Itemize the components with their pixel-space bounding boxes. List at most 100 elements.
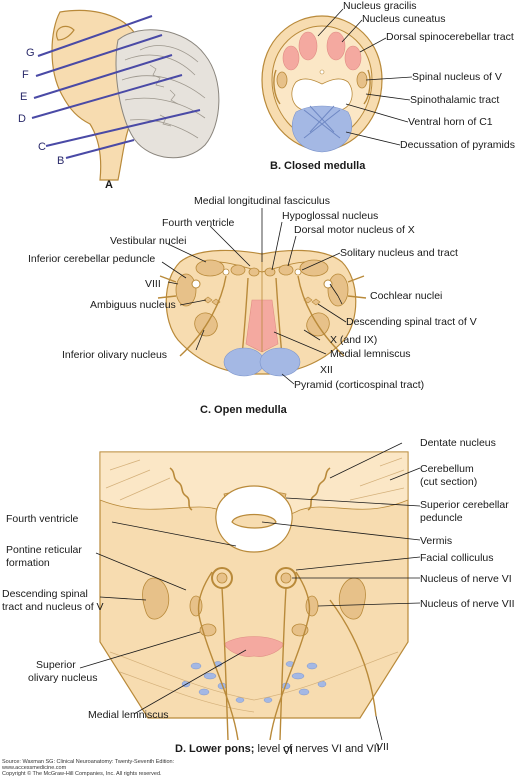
midbrain-knob: [56, 25, 75, 41]
cerebellum-sagittal: [115, 29, 220, 159]
level-label-f: F: [22, 69, 29, 81]
label-decussation: Decussation of pyramids: [400, 139, 515, 151]
cut-line-g: [37, 15, 153, 57]
label-vii: VII: [376, 741, 389, 753]
label-cochlear: Cochlear nuclei: [370, 290, 442, 302]
label-vi: VI: [283, 745, 293, 757]
label-pyramid: Pyramid (corticospinal tract): [294, 379, 424, 391]
footer-source: Source: Waxman SG: Clinical Neuroanatomy…: [2, 759, 175, 765]
label-viii: VIII: [145, 278, 161, 290]
panel-b-closed-medulla: Nucleus gracilis Nucleus cuneatus Dorsal…: [261, 0, 515, 172]
spinal-nucleus-v-right: [356, 71, 368, 89]
label-pontine-2: formation: [6, 557, 50, 569]
label-vermis: Vermis: [420, 535, 452, 547]
label-medial-lemniscus-c: Medial lemniscus: [330, 348, 411, 360]
nucleus-gracilis-left: [298, 31, 318, 61]
pyramid-right: [259, 347, 301, 377]
level-label-g: G: [26, 47, 35, 59]
label-desc-spinal-v: Descending spinal tract of V: [346, 316, 477, 328]
panel-b-title: B. Closed medulla: [270, 160, 366, 172]
cut-line-b: [65, 139, 135, 159]
label-desc-v-1: Descending spinal: [2, 588, 88, 600]
label-pontine-1: Pontine reticular: [6, 544, 82, 556]
label-desc-v-2: tract and nucleus of V: [2, 601, 104, 613]
label-mlf: Medial longitudinal fasciculus: [194, 195, 330, 207]
panel-c-open-medulla: Medial longitudinal fasciculus Fourth ve…: [28, 195, 477, 416]
cut-line-f: [35, 34, 163, 77]
panel-a-brainstem-sagittal: G F E D C B A: [18, 9, 220, 191]
gray-matter: [291, 78, 353, 111]
tracts-x-ix: [179, 275, 345, 357]
label-xii: XII: [320, 364, 333, 376]
level-label-d: D: [18, 113, 26, 125]
nucleus-cuneatus-right: [344, 45, 362, 71]
dentate-left: [169, 467, 193, 511]
label-dentate: Dentate nucleus: [420, 437, 496, 449]
label-superior-cerebellar-2: peduncle: [420, 512, 463, 524]
tracts-viii: [157, 275, 367, 299]
level-label-e: E: [20, 91, 27, 103]
hypoglossal-left: [248, 267, 260, 277]
label-x-ix: X (and IX): [330, 334, 377, 346]
footer-url: www.accessmedicine.com: [1, 765, 67, 771]
medial-lemniscus-d: [223, 636, 285, 657]
label-inferior-olivary: Inferior olivary nucleus: [62, 349, 167, 361]
solitary-tract-left: [222, 268, 230, 276]
icp-left: [175, 273, 197, 307]
dorsal-motor-x-right: [278, 264, 294, 276]
label-medial-lemniscus-d: Medial lemniscus: [88, 709, 169, 721]
label-fourth-ventricle: Fourth ventricle: [162, 217, 235, 229]
pyramidal-decussation: [291, 105, 353, 153]
label-vestibular: Vestibular nuclei: [110, 235, 186, 247]
label-spinal-nucleus-v: Spinal nucleus of V: [412, 71, 502, 83]
nucleus-cuneatus-left: [282, 45, 300, 71]
label-dorsal-spinocerebellar: Dorsal spinocerebellar tract: [386, 31, 514, 43]
spinal-v-left: [142, 577, 170, 620]
hypoglossal-right: [264, 267, 276, 277]
label-cerebellum-2: (cut section): [420, 476, 477, 488]
panel-d-title: D. Lower pons; level of nerves VI and VI…: [175, 743, 380, 755]
dentate-right: [307, 467, 331, 511]
label-cerebellum-1: Cerebellum: [420, 463, 474, 475]
panel-a-title: A: [105, 179, 113, 191]
solitary-tract-right: [294, 268, 302, 276]
vestibular-nuclei-right: [299, 259, 329, 277]
label-ambiguus: Ambiguus nucleus: [90, 299, 176, 311]
label-fourth-ventricle-d: Fourth ventricle: [6, 513, 79, 525]
dorsal-motor-x-left: [230, 264, 246, 276]
label-superior-cerebellar-1: Superior cerebellar: [420, 499, 509, 511]
level-label-b: B: [57, 155, 64, 167]
nucleus-vi-left: [216, 572, 228, 584]
nucleus-vi-right: [280, 572, 292, 584]
nerve-vii-fibers: [197, 571, 311, 741]
icp-right: [327, 273, 349, 307]
cut-line-d: [31, 74, 183, 119]
pyramid-left: [223, 347, 265, 377]
nerve-vi-fibers: [221, 587, 287, 741]
label-ventral-horn: Ventral horn of C1: [408, 116, 493, 128]
lateral-tracts: [273, 69, 371, 105]
spinal-v-right: [338, 577, 366, 620]
label-hypoglossal: Hypoglossal nucleus: [282, 210, 378, 222]
nucleus-gracilis-right: [326, 31, 346, 61]
label-inferior-cerebellar: Inferior cerebellar peduncle: [28, 253, 155, 265]
label-nucleus-vi: Nucleus of nerve VI: [420, 573, 512, 585]
label-superior-olivary-2: olivary nucleus: [28, 672, 97, 684]
label-spinothalamic: Spinothalamic tract: [410, 94, 499, 106]
panel-d-lower-pons: Dentate nucleus Cerebellum (cut section)…: [2, 437, 515, 757]
cut-line-c: [45, 109, 201, 147]
label-dorsal-motor-x: Dorsal motor nucleus of X: [294, 224, 415, 236]
spinal-nucleus-v-left: [276, 71, 288, 89]
footer-copyright: Copyright © The McGraw-Hill Companies, I…: [2, 770, 162, 777]
label-nucleus-gracilis: Nucleus gracilis: [343, 0, 417, 12]
vermis: [231, 513, 277, 529]
source-footer: Source: Waxman SG: Clinical Neuroanatomy…: [1, 759, 175, 777]
cut-line-e: [33, 54, 173, 99]
level-label-c: C: [38, 141, 46, 153]
label-nucleus-cuneatus: Nucleus cuneatus: [362, 13, 445, 25]
panel-c-title: C. Open medulla: [200, 404, 288, 416]
label-nucleus-vii: Nucleus of nerve VII: [420, 598, 515, 610]
label-superior-olivary-1: Superior: [36, 659, 76, 671]
vestibular-nuclei-left: [195, 259, 225, 277]
